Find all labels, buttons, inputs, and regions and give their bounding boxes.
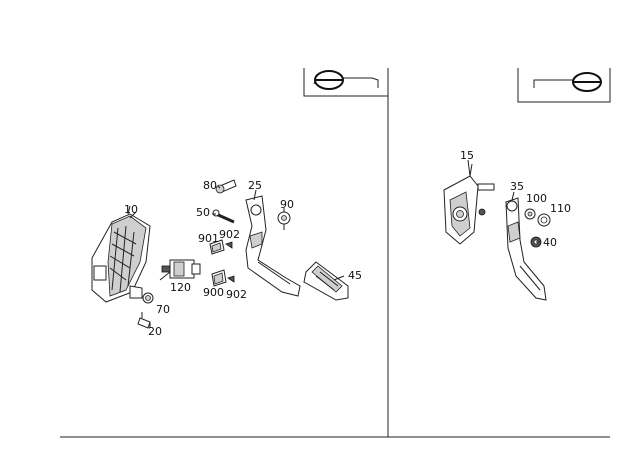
label-901: 901 — [198, 232, 219, 245]
label-902-upper: 902 — [219, 228, 240, 241]
pedal-pad-part-45 — [303, 261, 349, 301]
pedal-lever-part-25 — [245, 195, 301, 297]
label-20: 20 — [148, 325, 162, 338]
clip-part-70 — [142, 292, 154, 304]
clamp-part-20 — [137, 312, 151, 329]
label-25: 25 — [248, 179, 262, 192]
nut-part-90 — [277, 211, 291, 230]
label-110: 110 — [550, 202, 571, 215]
fitting-part-900 — [211, 269, 227, 287]
bolt-part-80 — [215, 179, 237, 194]
screw-part-50 — [212, 209, 235, 224]
bracket-part-15 — [443, 163, 495, 245]
leader-lines-right — [467, 159, 540, 243]
ring-part-110 — [537, 213, 551, 227]
fitting-part-901 — [209, 239, 225, 255]
pedal-lever-part-35 — [505, 197, 547, 301]
fitting-part-902-upper — [225, 241, 233, 249]
frame — [60, 68, 610, 438]
washer-part-100 — [524, 208, 536, 220]
label-40: 40 — [543, 236, 557, 249]
label-15: 15 — [460, 149, 474, 162]
leader-lines-left — [129, 185, 345, 328]
label-50: 50 — [196, 206, 210, 219]
steering-wheel-rhd-icon — [517, 68, 611, 103]
callout-labels: 10 20 25 45 50 70 80 90 120 900 901 902 … — [124, 149, 571, 338]
label-100: 100 — [526, 192, 547, 205]
label-35: 35 — [510, 180, 524, 193]
label-70: 70 — [156, 303, 170, 316]
label-10: 10 — [124, 203, 138, 216]
label-45: 45 — [348, 269, 362, 282]
label-900: 900 — [203, 286, 224, 299]
fitting-part-902-lower — [227, 275, 235, 283]
label-90: 90 — [280, 198, 294, 211]
pedal-bracket-part-10 — [91, 205, 151, 303]
switch-part-120 — [161, 259, 201, 279]
label-120: 120 — [170, 281, 191, 294]
label-902-lower: 902 — [226, 288, 247, 301]
steering-wheel-lhd-icon — [303, 68, 388, 97]
label-80: 80 — [203, 179, 217, 192]
